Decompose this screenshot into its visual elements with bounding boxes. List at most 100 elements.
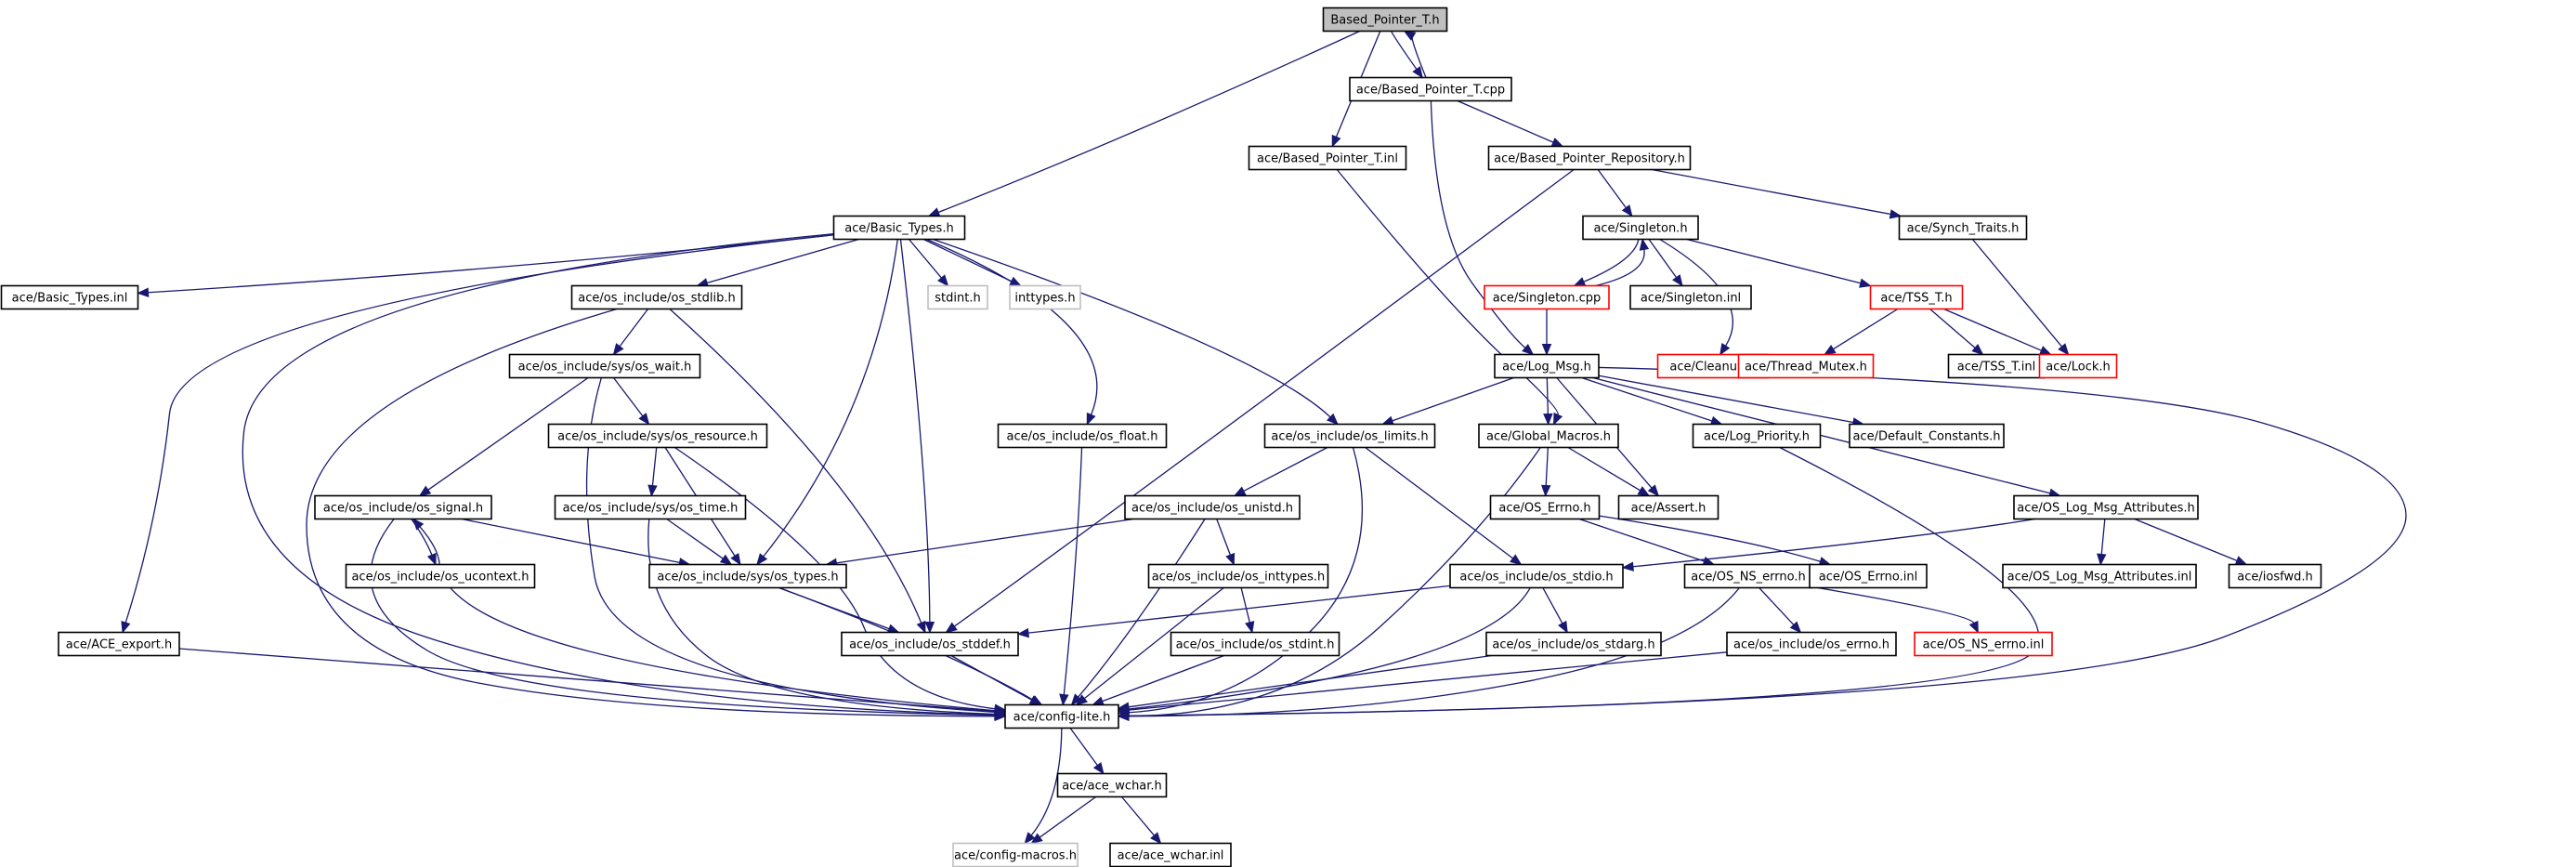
edge-line (647, 519, 996, 716)
edge-os_stdlib_h-to-os_wait_h (612, 309, 649, 356)
edge-line (1759, 587, 1795, 625)
node-os-float-h[interactable]: ace/os_include/os_float.h (997, 423, 1168, 449)
node-os-errno-h-ace[interactable]: ace/OS_Errno.h (1489, 494, 1601, 520)
node-assert-h[interactable]: ace/Assert.h (1617, 494, 1720, 520)
edge-os_ns_errno_h-to-os_ns_errno_inl (1811, 585, 1979, 634)
node-tss-t-inl[interactable]: ace/TSS_T.inl (1947, 353, 2046, 379)
node-box (1004, 703, 1119, 729)
node-box (927, 284, 988, 310)
arrowhead (2058, 343, 2070, 356)
edge-log_msg_h-to-global_macros_h (1543, 377, 1553, 426)
arrowhead (1859, 278, 1872, 288)
node-thread-mutex-h[interactable]: ace/Thread_Mutex.h (1737, 353, 1875, 379)
node-os-ns-errno-h[interactable]: ace/OS_NS_errno.h (1683, 563, 1813, 589)
edge-line (651, 447, 658, 486)
node-label: ace/iosfwd.h (2237, 571, 2312, 585)
edge-os_errno_h_ace-to-os_ns_errno_h (1578, 518, 1716, 566)
edge-line (1390, 31, 1418, 70)
node-label: ace/os_include/os_errno.h (1733, 638, 1890, 652)
arrowhead (121, 620, 131, 634)
node-label: ace/ace_wchar.inl (1118, 849, 1224, 863)
node-default-constants-h[interactable]: ace/Default_Constants.h (1849, 423, 2005, 449)
node-synch-traits-h[interactable]: ace/Synch_Traits.h (1898, 215, 2028, 241)
node-log-priority-h[interactable]: ace/Log_Priority.h (1692, 423, 1822, 449)
edge-os_inttypes_h-to-config_lite_h (1075, 586, 1224, 706)
node-os-include-os-errno-h[interactable]: ace/os_include/os_errno.h (1726, 631, 1897, 657)
node-based-pointer-repository-h[interactable]: ace/Based_Pointer_Repository.h (1487, 145, 1692, 171)
node-os-log-msg-attributes-h[interactable]: ace/OS_Log_Msg_Attributes.h (2013, 494, 2199, 520)
node-based-pointer-t-cpp[interactable]: ace/Based_Pointer_T.cpp (1349, 76, 1512, 102)
edge-os_unistd_h-to-config_lite_h (1070, 519, 1206, 706)
edge-line (1083, 586, 1224, 700)
node-ace-wchar-inl[interactable]: ace/ace_wchar.inl (1109, 842, 1232, 867)
node-os-signal-h[interactable]: ace/os_include/os_signal.h (314, 494, 492, 520)
node-box (508, 353, 701, 379)
node-box (314, 494, 492, 520)
edge-line (1240, 587, 1250, 623)
arrowhead (1070, 693, 1083, 706)
edge-based_pointer_t_cpp-to-based_pointer_repository_h (1457, 99, 1564, 148)
arrowhead (418, 485, 432, 497)
edge-line (178, 648, 996, 713)
node-ace-wchar-h[interactable]: ace/ace_wchar.h (1056, 772, 1168, 798)
node-stdint-h: stdint.h (927, 284, 988, 310)
node-os-stdarg-h[interactable]: ace/os_include/os_stdarg.h (1485, 631, 1662, 657)
node-os-stdio-h[interactable]: ace/os_include/os_stdio.h (1449, 563, 1624, 589)
edge-tss_t_h-to-tss_t_inl (1929, 309, 1984, 356)
node-based-pointer-t-inl[interactable]: ace/Based_Pointer_T.inl (1248, 145, 1407, 171)
node-box (0, 284, 139, 310)
edge-line (763, 239, 898, 558)
edge-config_lite_h-to-config_macros_h (1024, 728, 1063, 845)
arrowhead (1550, 138, 1564, 148)
node-os-ns-errno-inl[interactable]: ace/OS_NS_errno.inl (1914, 631, 2053, 657)
node-log-msg-h[interactable]: ace/Log_Msg.h (1494, 353, 1600, 379)
node-config-lite-h[interactable]: ace/config-lite.h (1004, 703, 1119, 729)
node-box (1692, 423, 1822, 449)
arrowhead (1543, 413, 1553, 426)
arrowhead (1412, 66, 1423, 79)
edge-line (1929, 309, 1976, 348)
edge-line (1128, 587, 1531, 710)
node-singleton-cpp[interactable]: ace/Singleton.cpp (1484, 284, 1610, 310)
node-singleton-inl[interactable]: ace/Singleton.inl (1629, 284, 1752, 310)
node-basic-types-inl[interactable]: ace/Basic_Types.inl (0, 284, 139, 310)
edge-line (899, 239, 931, 623)
node-label: ace/os_include/sys/os_wait.h (518, 361, 692, 374)
edge-tss_t_h-to-lock_h (1943, 308, 2052, 356)
node-os-errno-inl[interactable]: ace/OS_Errno.inl (1809, 563, 1928, 589)
node-iosfwd-h[interactable]: ace/iosfwd.h (2228, 563, 2322, 589)
node-basic-types-h[interactable]: ace/Basic_Types.h (832, 215, 966, 241)
node-box (1726, 631, 1897, 657)
node-tss-t-h[interactable]: ace/TSS_T.h (1869, 284, 1964, 310)
node-ace-export-h[interactable]: ace/ACE_export.h (58, 631, 180, 657)
node-os-ucontext-h[interactable]: ace/os_include/os_ucontext.h (345, 563, 536, 589)
node-os-limits-h[interactable]: ace/os_include/os_limits.h (1263, 423, 1436, 449)
edge-line (1128, 366, 2407, 716)
node-os-unistd-h[interactable]: ace/os_include/os_unistd.h (1124, 494, 1301, 520)
node-os-stdlib-h[interactable]: ace/os_include/os_stdlib.h (570, 284, 743, 310)
edge-line (411, 519, 433, 556)
edge-line (1216, 519, 1231, 556)
arrowhead (945, 622, 958, 634)
edge-os_include_os_errno_h-to-config_lite_h (1117, 651, 1728, 716)
node-singleton-h[interactable]: ace/Singleton.h (1582, 215, 1699, 241)
node-os-time-h[interactable]: ace/os_include/sys/os_time.h (554, 494, 747, 520)
node-os-wait-h[interactable]: ace/os_include/sys/os_wait.h (508, 353, 701, 379)
node-box (1487, 145, 1692, 171)
node-lock-h[interactable]: ace/Lock.h (2038, 353, 2118, 379)
node-os-log-msg-attributes-inl[interactable]: ace/OS_Log_Msg_Attributes.inl (2002, 563, 2197, 589)
node-based-pointer-t-h[interactable]: Based_Pointer_T.h (1322, 7, 1448, 33)
edge-singleton_h-to-singleton_cpp (1573, 239, 1640, 287)
node-os-resource-h[interactable]: ace/os_include/sys/os_resource.h (547, 423, 768, 449)
node-box (1449, 563, 1624, 589)
node-os-types-h[interactable]: ace/os_include/sys/os_types.h (648, 563, 847, 589)
arrowhead (1059, 693, 1069, 706)
edge-os_wait_h-to-os_signal_h (418, 376, 589, 497)
node-os-stdint-h[interactable]: ace/os_include/os_stdint.h (1170, 631, 1340, 657)
node-box (952, 842, 1079, 867)
node-os-inttypes-h[interactable]: ace/os_include/os_inttypes.h (1147, 563, 1329, 589)
edge-os_stddef_h-to-config_lite_h (950, 654, 1042, 706)
node-global-macros-h[interactable]: ace/Global_Macros.h (1478, 423, 1619, 449)
node-os-stddef-h[interactable]: ace/os_include/os_stddef.h (841, 631, 1019, 657)
node-label: ace/Thread_Mutex.h (1745, 361, 1867, 374)
